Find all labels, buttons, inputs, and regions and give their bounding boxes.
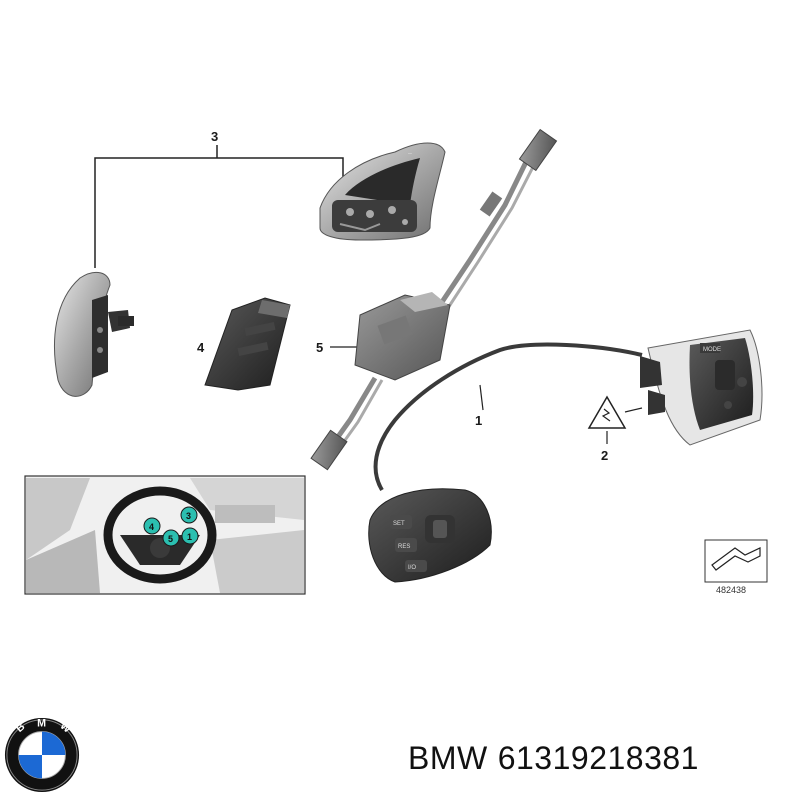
callout-2: 2 bbox=[601, 448, 608, 463]
inset-marker-3: 3 bbox=[180, 506, 198, 524]
electrostatic-warning-icon bbox=[587, 395, 643, 444]
callout-5: 5 bbox=[316, 340, 323, 355]
shift-paddle-left bbox=[53, 271, 134, 397]
switch-module bbox=[204, 297, 291, 391]
callout-3-bracket bbox=[94, 145, 344, 268]
brand-name: BMW bbox=[408, 740, 488, 776]
callout-1: 1 bbox=[475, 413, 482, 428]
callout-3: 3 bbox=[211, 129, 218, 144]
multifunction-switch-upper: MODE bbox=[640, 329, 763, 446]
svg-text:3: 3 bbox=[186, 511, 191, 521]
svg-text:1: 1 bbox=[187, 532, 192, 542]
bmw-logo: B M W bbox=[4, 718, 80, 793]
wiring-harness-module bbox=[310, 128, 558, 471]
shift-paddle-right: – bbox=[319, 142, 446, 241]
label-tag-number: 482438 bbox=[716, 585, 746, 595]
inset-marker-4: 4 bbox=[143, 517, 161, 535]
cable-1 bbox=[373, 342, 643, 492]
svg-text:–: – bbox=[408, 150, 412, 157]
svg-text:4: 4 bbox=[149, 522, 154, 532]
res-button-label: RES bbox=[398, 544, 410, 550]
set-button-label: SET bbox=[393, 521, 405, 527]
svg-text:5: 5 bbox=[168, 534, 173, 544]
inset-marker-5: 5 bbox=[162, 529, 180, 547]
inset-marker-1: 1 bbox=[181, 527, 199, 545]
callout-4: 4 bbox=[197, 340, 205, 355]
label-tag-icon bbox=[704, 539, 768, 583]
part-number: 61319218381 bbox=[497, 740, 699, 776]
mode-button-label: MODE bbox=[703, 347, 721, 353]
multifunction-switch-lower: SET RES I/O bbox=[368, 488, 492, 583]
io-button-label: I/O bbox=[408, 565, 416, 571]
logo-letter-m: M bbox=[37, 718, 46, 730]
